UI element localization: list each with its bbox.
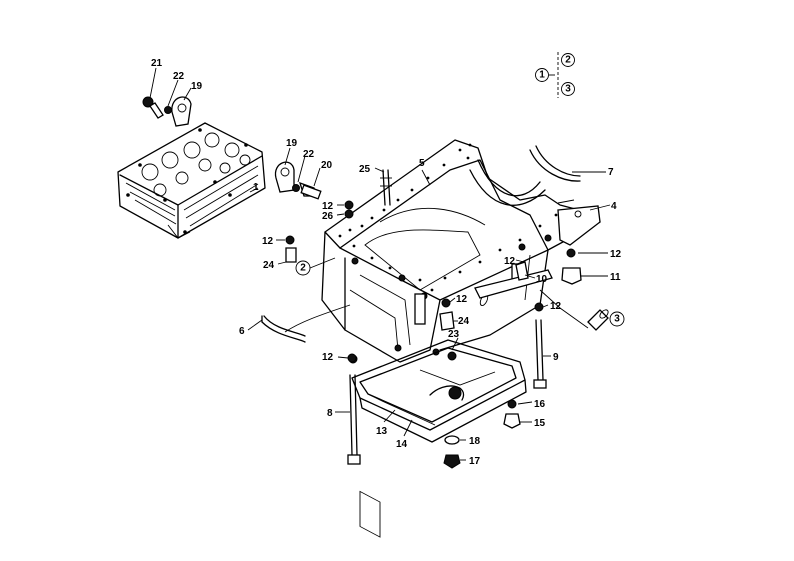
label-1: 1 <box>253 182 259 193</box>
bolt-12-24-mid <box>439 298 457 361</box>
label-19-right: 19 <box>286 138 298 149</box>
drain-plug <box>443 435 461 469</box>
block-fasteners-right <box>274 161 322 200</box>
label-12-center: 12 <box>504 256 516 267</box>
label-25: 25 <box>359 164 371 175</box>
bolt-12-left-lower <box>347 353 357 363</box>
bolt-15-16 <box>503 399 521 429</box>
label-20: 20 <box>321 160 333 171</box>
label-15: 15 <box>534 418 546 429</box>
cylinder-block <box>117 122 266 239</box>
label-24-mid: 24 <box>458 316 470 327</box>
bolt-12-24-left <box>285 235 297 263</box>
label-9: 9 <box>553 352 559 363</box>
seal-6 <box>261 315 306 343</box>
callout-3: 3 <box>609 311 625 327</box>
callout-2-text: 2 <box>300 263 306 274</box>
legend-sub-a-label: 2 <box>565 55 571 66</box>
oil-pan <box>351 339 527 443</box>
label-24-left: 24 <box>263 260 275 271</box>
label-12-lower-left: 12 <box>322 352 334 363</box>
crankcase-housing <box>321 139 601 538</box>
label-5: 5 <box>419 158 425 169</box>
callout-2: 2 <box>295 260 311 276</box>
legend-group: 1 2 3 <box>535 52 575 98</box>
label-12-right: 12 <box>610 249 622 260</box>
legend-sub-b-label: 3 <box>565 84 571 95</box>
stud-25 <box>380 169 392 206</box>
label-12-left: 12 <box>262 236 274 247</box>
label-12-upper: 12 <box>322 201 334 212</box>
label-22-right: 22 <box>303 149 315 160</box>
bolt-12-26 <box>344 200 354 219</box>
label-7: 7 <box>608 167 614 178</box>
seal-7 <box>529 145 581 182</box>
label-16: 16 <box>534 399 546 410</box>
label-23: 23 <box>448 329 460 340</box>
label-19-top: 19 <box>191 81 203 92</box>
label-11: 11 <box>610 272 621 283</box>
label-18: 18 <box>469 436 481 447</box>
label-26: 26 <box>322 211 334 222</box>
label-10: 10 <box>536 274 548 285</box>
part-labels: 21 22 19 19 22 20 1 25 5 7 4 12 26 12 24… <box>151 58 622 467</box>
label-17: 17 <box>469 456 481 467</box>
block-fasteners-left <box>142 96 192 127</box>
label-12-right-lower: 12 <box>550 301 562 312</box>
label-8: 8 <box>327 408 333 419</box>
label-13: 13 <box>376 426 388 437</box>
bracket-4 <box>557 205 601 246</box>
long-bolt-8 <box>347 354 361 465</box>
label-12-mid: 12 <box>456 294 468 305</box>
legend-main-label: 1 <box>539 70 545 81</box>
bolt-10-11-12 <box>515 248 582 285</box>
callout-3-text: 3 <box>614 314 620 325</box>
label-21: 21 <box>151 58 163 69</box>
label-14: 14 <box>396 439 408 450</box>
sleeve-part <box>587 309 609 331</box>
leader-lines <box>149 67 611 461</box>
label-22-top: 22 <box>173 71 185 82</box>
long-bolt-9 <box>533 302 547 389</box>
label-4: 4 <box>611 201 617 212</box>
label-6: 6 <box>239 326 245 337</box>
